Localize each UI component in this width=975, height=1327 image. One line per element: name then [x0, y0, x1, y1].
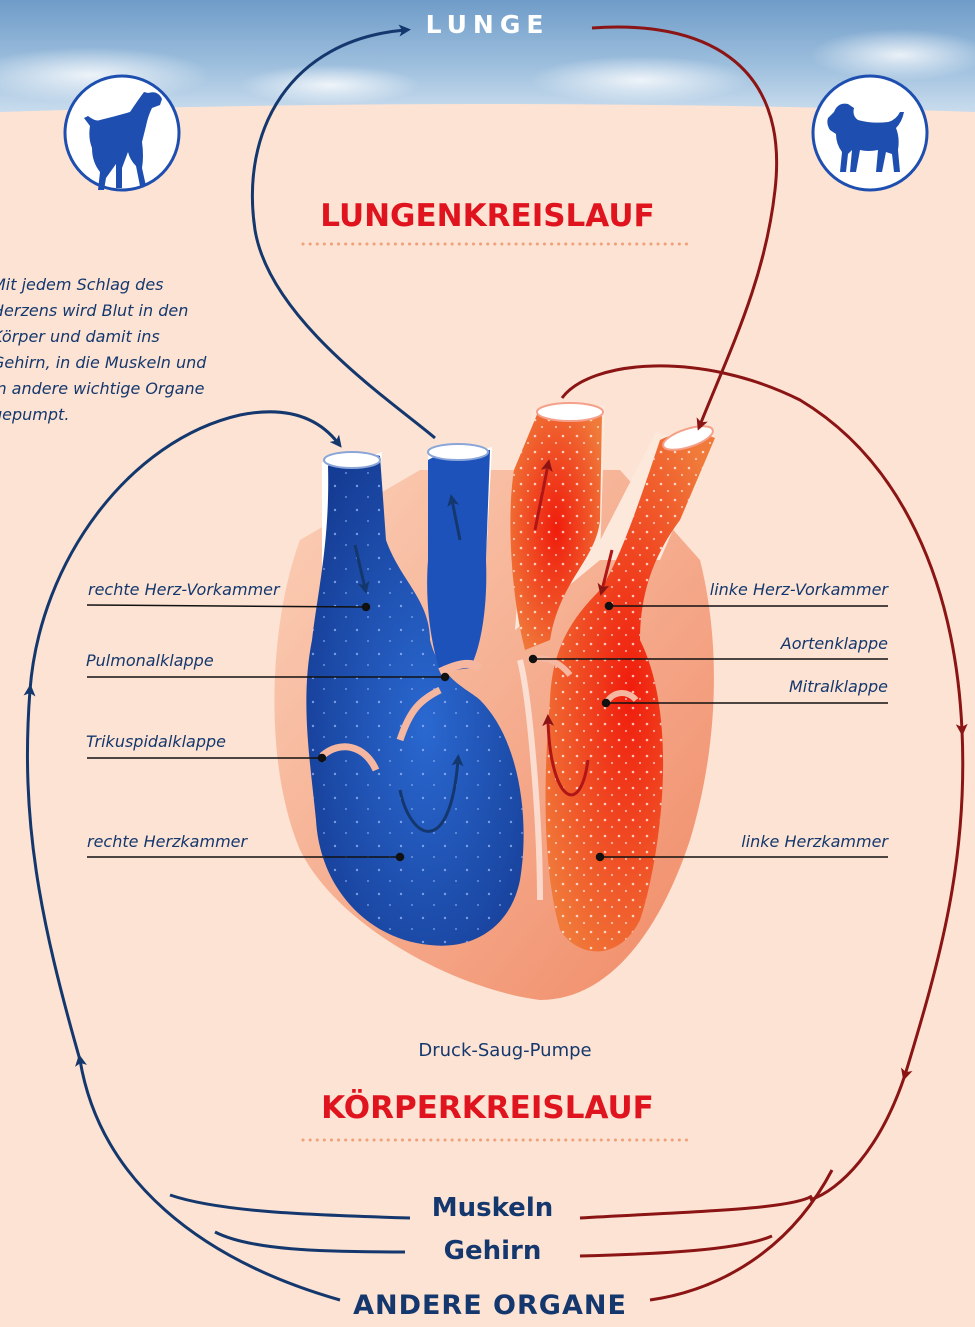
organ-other: ANDERE ORGANE	[0, 1290, 975, 1321]
organ-red-links	[580, 1170, 832, 1300]
intro-line: Körper und damit ins	[0, 324, 237, 350]
systemic-circulation-title: KÖRPERKREISLAUF	[0, 1090, 975, 1126]
organ-muscles: Muskeln	[0, 1193, 975, 1223]
label-right-atrium: rechte Herz-Vorkammer	[88, 580, 280, 599]
intro-line: Herzens wird Blut in den	[0, 298, 237, 324]
label-pulmonary-valve: Pulmonalklappe	[86, 651, 214, 670]
vena-cava-arrow	[27, 412, 340, 1300]
intro-line: Mit jedem Schlag des	[0, 272, 237, 298]
intro-line: in andere wichtige Organe	[0, 376, 237, 402]
label-left-atrium: linke Herz-Vorkammer	[710, 580, 888, 599]
lung-label: LUNGE	[0, 10, 975, 39]
label-tricuspid-valve: Trikuspidalklappe	[86, 732, 226, 751]
intro-text: Mit jedem Schlag des Herzens wird Blut i…	[0, 272, 237, 428]
heart-illustration	[274, 403, 716, 1000]
pulmonary-circulation-title: LUNGENKREISLAUF	[0, 198, 975, 234]
label-right-ventricle: rechte Herzkammer	[87, 832, 247, 851]
label-aortic-valve: Aortenklappe	[781, 634, 888, 653]
small-dog-icon	[813, 76, 927, 190]
label-left-ventricle: linke Herzkammer	[741, 832, 888, 851]
dog-standing-icon	[65, 76, 179, 190]
intro-line: gepumpt.	[0, 402, 237, 428]
pump-caption: Druck-Saug-Pumpe	[0, 1040, 975, 1061]
label-mitral-valve: Mitralklappe	[789, 677, 888, 696]
intro-line: Gehirn, in die Muskeln und	[0, 350, 237, 376]
organ-brain: Gehirn	[0, 1236, 975, 1266]
